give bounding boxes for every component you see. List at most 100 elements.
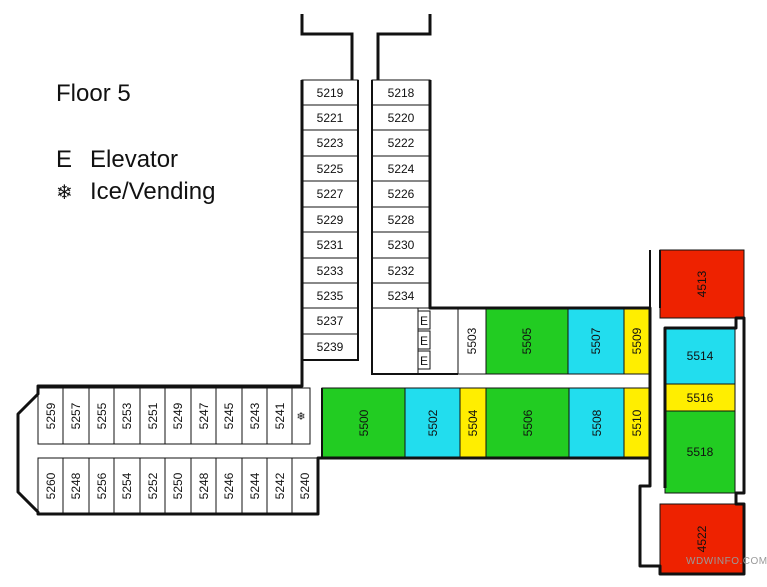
label-5503: 5503: [465, 327, 479, 354]
label-5240: 5240: [298, 472, 312, 499]
label-5259: 5259: [44, 402, 58, 429]
vertical-wing-labels: 5219 5221 5223 5225 5227 5229 5231 5233 …: [317, 86, 415, 354]
elevator-1: [417, 310, 431, 330]
elevator-marker-2: E: [420, 334, 428, 348]
label-5222: 5222: [388, 136, 415, 150]
corridor-walls: [302, 80, 458, 375]
label-5510: 5510: [630, 409, 644, 436]
label-5260: 5260: [44, 472, 58, 499]
ice-vending-label: Ice/Vending: [90, 178, 216, 205]
corridor-entry-right-wall: [376, 14, 432, 80]
watermark: WDWINFO.COM: [686, 556, 767, 567]
room-5510[interactable]: [623, 387, 651, 459]
label-5247: 5247: [197, 402, 211, 429]
room-5507[interactable]: [567, 307, 625, 375]
room-5222[interactable]: [371, 129, 431, 157]
label-5234: 5234: [388, 289, 415, 303]
room-5254[interactable]: [113, 457, 141, 515]
room-5239[interactable]: [301, 333, 359, 361]
room-5509[interactable]: [623, 307, 651, 375]
room-5504[interactable]: [459, 387, 487, 459]
snowflake-icon: ❄: [56, 182, 73, 204]
label-5257: 5257: [69, 402, 83, 429]
label-5244: 5244: [248, 472, 262, 499]
room-5257[interactable]: [62, 387, 90, 445]
room-5241[interactable]: [266, 387, 293, 445]
elevator-key: E: [56, 146, 73, 173]
label-5242: 5242: [273, 472, 287, 499]
east-wing-top-rooms: [457, 307, 651, 375]
elevator-label: Elevator: [90, 146, 179, 173]
label-5504: 5504: [466, 409, 480, 436]
label-5225: 5225: [317, 162, 344, 176]
label-5220: 5220: [388, 111, 415, 125]
label-5231: 5231: [317, 238, 344, 252]
label-5514: 5514: [687, 349, 714, 363]
service-area: [371, 307, 419, 375]
room-5218[interactable]: [371, 79, 431, 106]
label-5227: 5227: [317, 187, 344, 201]
label-5241: 5241: [273, 402, 287, 429]
label-5230: 5230: [388, 238, 415, 252]
room-5255[interactable]: [88, 387, 115, 445]
room-5224[interactable]: [371, 155, 431, 182]
west-wing-labels: 5259 5257 5255 5253 5251 5249 5247 5245 …: [44, 402, 312, 499]
room-5259[interactable]: [37, 387, 64, 445]
label-5246: 5246: [222, 472, 236, 499]
label-5251: 5251: [146, 402, 160, 429]
label-5506: 5506: [521, 409, 535, 436]
label-5516: 5516: [687, 391, 714, 405]
ice-vending-room: [291, 387, 311, 445]
label-5254: 5254: [120, 472, 134, 499]
corridor-entry-left-wall: [300, 14, 354, 80]
legend-ice-vending: ❄ Ice/Vending: [56, 178, 215, 206]
label-4522: 4522: [695, 525, 709, 552]
label-5243: 5243: [248, 402, 262, 429]
label-5229: 5229: [317, 213, 344, 227]
label-5509: 5509: [630, 327, 644, 354]
room-5256[interactable]: [88, 457, 115, 515]
room-5229[interactable]: [301, 206, 359, 233]
room-5506[interactable]: [485, 387, 570, 459]
label-5218: 5218: [388, 86, 415, 100]
room-5502[interactable]: [404, 387, 461, 459]
label-5255: 5255: [95, 402, 109, 429]
label-5256: 5256: [95, 472, 109, 499]
label-5239: 5239: [317, 340, 344, 354]
label-5224: 5224: [388, 162, 415, 176]
label-5248-b: 5248: [197, 472, 211, 499]
label-5518: 5518: [687, 445, 714, 459]
building-outline: [16, 80, 746, 576]
room-5249[interactable]: [164, 387, 192, 445]
facility-markers: E E E ❄: [296, 314, 428, 423]
west-wing-top-rooms: [37, 387, 311, 445]
room-5251[interactable]: [139, 387, 166, 445]
room-5243[interactable]: [241, 387, 268, 445]
room-5248-a[interactable]: [62, 457, 90, 515]
west-wing-bottom-rooms: [37, 457, 319, 515]
room-5505[interactable]: [485, 307, 569, 375]
elevator-2: [417, 330, 431, 350]
floor-title: Floor 5: [56, 80, 131, 107]
label-4513: 4513: [695, 270, 709, 297]
label-5248-a: 5248: [69, 472, 83, 499]
label-5252: 5252: [146, 472, 160, 499]
label-5505: 5505: [520, 327, 534, 354]
east-wing-bottom-rooms: [321, 387, 651, 459]
label-5223: 5223: [317, 136, 344, 150]
elevator-bank: [417, 310, 431, 370]
elevator-marker-1: E: [420, 314, 428, 328]
label-5221: 5221: [317, 111, 344, 125]
room-4513[interactable]: [659, 249, 745, 319]
label-5226: 5226: [388, 187, 415, 201]
room-5231[interactable]: [301, 231, 359, 259]
room-4522[interactable]: [659, 503, 745, 575]
room-5518[interactable]: [664, 410, 736, 494]
label-5233: 5233: [317, 264, 344, 278]
legend-elevator: E Elevator: [56, 146, 178, 174]
label-5219: 5219: [317, 86, 344, 100]
room-5245[interactable]: [215, 387, 243, 445]
room-5253[interactable]: [113, 387, 141, 445]
elevator-3: [417, 350, 431, 370]
label-5235: 5235: [317, 289, 344, 303]
